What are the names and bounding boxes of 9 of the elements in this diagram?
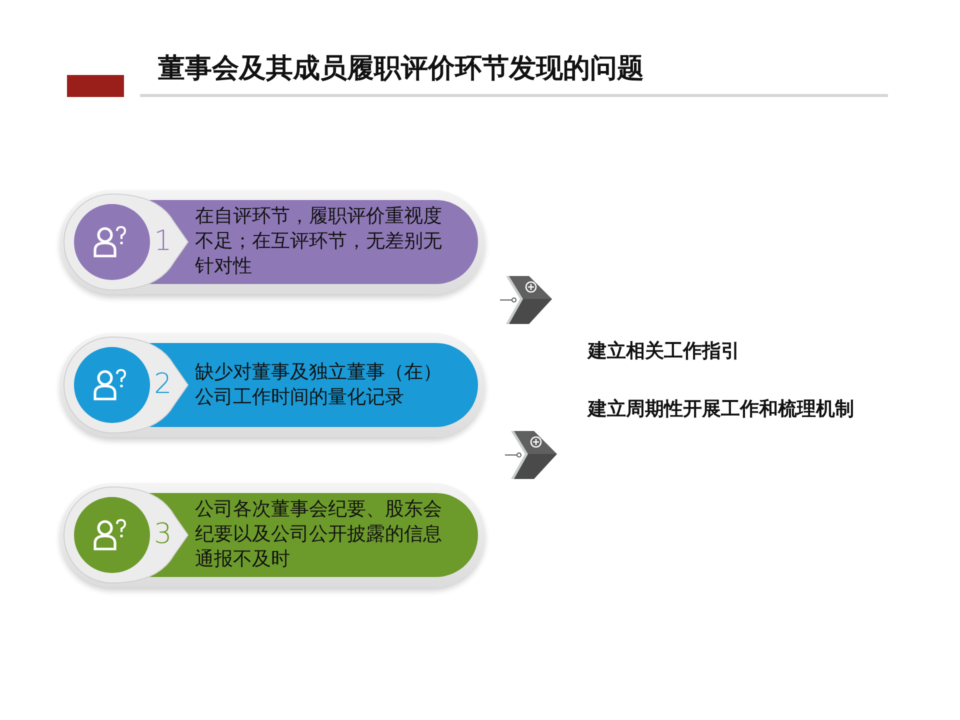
step-number: 2 [154, 367, 172, 401]
problem-text: 缺少对董事及独立董事（在）公司工作时间的量化记录 [195, 360, 443, 410]
step-number: 1 [154, 224, 172, 258]
solution-text: 建立相关工作指引 [588, 339, 740, 364]
step-number: 3 [154, 517, 172, 551]
problem-text: 在自评环节，履职评价重视度不足；在互评环节，无差别无针对性 [195, 204, 443, 279]
title: 董事会及其成员履职评价环节发现的问题 [158, 52, 644, 86]
problem-text: 公司各次董事会纪要、股东会纪要以及公司公开披露的信息通报不及时 [195, 497, 443, 572]
solution-text: 建立周期性开展工作和梳理机制 [588, 397, 854, 422]
